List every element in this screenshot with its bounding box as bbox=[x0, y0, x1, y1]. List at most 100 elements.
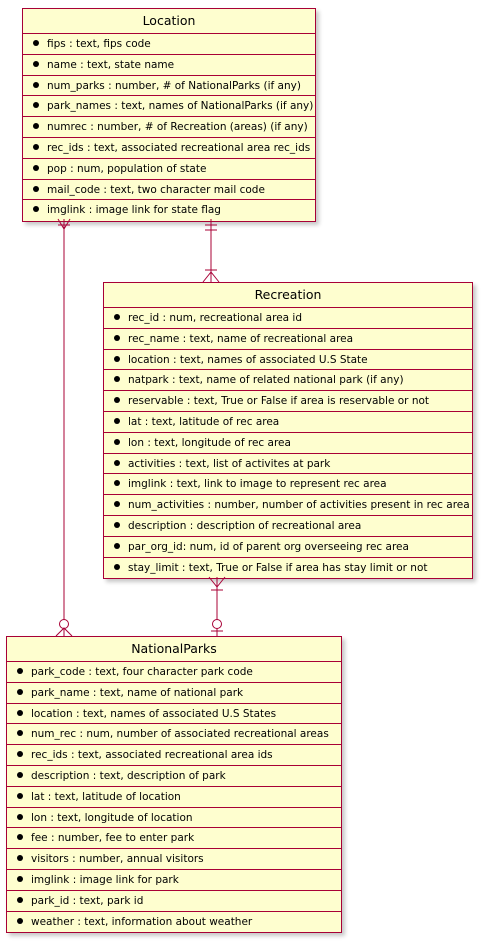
relation-recreation-nationalparks bbox=[208, 576, 226, 636]
attribute-row: lon : text, longitude of location bbox=[7, 808, 341, 829]
bullet-icon bbox=[17, 730, 23, 737]
attribute-row: num_parks : number, # of NationalParks (… bbox=[23, 76, 315, 97]
attribute-row: stay_limit : text, True or False if area… bbox=[104, 558, 472, 579]
attribute-row: rec_ids : text, associated recreational … bbox=[7, 745, 341, 766]
bullet-icon bbox=[33, 143, 39, 150]
attribute-row: description : text, description of park bbox=[7, 766, 341, 787]
attribute-text: num_parks : number, # of NationalParks (… bbox=[47, 79, 301, 92]
attribute-row: visitors : number, annual visitors bbox=[7, 849, 341, 870]
entity-title: NationalParks bbox=[7, 637, 341, 662]
attribute-row: activities : text, list of activites at … bbox=[104, 454, 472, 475]
attribute-text: name : text, state name bbox=[47, 58, 175, 71]
attribute-row: imglink : text, link to image to represe… bbox=[104, 474, 472, 496]
attribute-list: fips : text, fips code name : text, state… bbox=[23, 34, 315, 221]
attribute-text: fee : number, fee to enter park bbox=[31, 832, 195, 845]
attribute-text: activities : text, list of activites at … bbox=[128, 457, 331, 470]
attribute-text: location : text, names of associated U.S… bbox=[31, 707, 277, 720]
attribute-text: weather : text, information about weathe… bbox=[31, 915, 253, 928]
attribute-row: park_names : text, names of NationalPark… bbox=[23, 96, 315, 118]
bullet-icon bbox=[33, 185, 39, 192]
entity-title: Recreation bbox=[104, 283, 472, 308]
bullet-icon bbox=[17, 896, 23, 903]
attribute-text: lon : text, longitude of rec area bbox=[128, 436, 291, 449]
attribute-row: par_org_id: num, id of parent org overse… bbox=[104, 537, 472, 558]
bullet-icon bbox=[114, 376, 120, 383]
attribute-text: reservable : text, True or False if area… bbox=[128, 395, 430, 408]
attribute-text: mail_code : text, two character mail cod… bbox=[47, 183, 265, 196]
attribute-text: rec_ids : text, associated recreational … bbox=[31, 749, 273, 762]
bullet-icon bbox=[33, 206, 39, 213]
attribute-text: park_name : text, name of national park bbox=[31, 686, 244, 699]
attribute-row: rec_ids : text, associated recreational … bbox=[23, 138, 315, 159]
bullet-icon bbox=[114, 334, 120, 341]
attribute-row: rec_id : num, recreational area id bbox=[104, 308, 472, 329]
bullet-icon bbox=[17, 834, 23, 841]
attribute-list: park_code : text, four character park co… bbox=[7, 662, 341, 932]
entity-location: Location fips : text, fips code name : te… bbox=[22, 8, 316, 223]
attribute-row: mail_code : text, two character mail cod… bbox=[23, 180, 315, 201]
attribute-row: park_name : text, name of national park bbox=[7, 683, 341, 704]
attribute-text: lon : text, longitude of location bbox=[31, 811, 193, 824]
attribute-row: lat : text, latitude of rec area bbox=[104, 412, 472, 433]
attribute-row: park_id : text, park id bbox=[7, 891, 341, 912]
attribute-text: num_rec : num, number of associated recr… bbox=[31, 728, 329, 741]
bullet-icon bbox=[17, 792, 23, 799]
bullet-icon bbox=[33, 123, 39, 130]
attribute-list: rec_id : num, recreational area id rec_na… bbox=[104, 308, 472, 578]
attribute-row: pop : num, population of state bbox=[23, 159, 315, 180]
bullet-icon bbox=[17, 668, 23, 674]
attribute-text: num_activities : number, number of activ… bbox=[128, 499, 470, 512]
bullet-icon bbox=[33, 102, 39, 109]
attribute-text: imglink : image link for park bbox=[31, 873, 179, 886]
attribute-row: location : text, names of associated U.S… bbox=[104, 350, 472, 371]
attribute-row: weather : text, information about weathe… bbox=[7, 912, 341, 933]
entity-title: Location bbox=[23, 9, 315, 34]
attribute-text: rec_name : text, name of recreational ar… bbox=[128, 332, 354, 345]
bullet-icon bbox=[17, 771, 23, 778]
bullet-icon bbox=[114, 542, 120, 549]
bullet-icon bbox=[17, 751, 23, 758]
attribute-text: fips : text, fips code bbox=[47, 38, 151, 50]
attribute-text: park_code : text, four character park co… bbox=[31, 666, 253, 678]
attribute-row: park_code : text, four character park co… bbox=[7, 662, 341, 683]
attribute-row: imglink : image link for state flag bbox=[23, 200, 315, 221]
bullet-icon bbox=[17, 709, 23, 716]
attribute-text: lat : text, latitude of location bbox=[31, 790, 181, 803]
attribute-text: par_org_id: num, id of parent org overse… bbox=[128, 540, 409, 553]
attribute-text: park_id : text, park id bbox=[31, 894, 144, 907]
bullet-icon bbox=[33, 60, 39, 67]
bullet-icon bbox=[17, 875, 23, 882]
attribute-row: natpark : text, name of related national… bbox=[104, 370, 472, 392]
entity-nationalparks: NationalParks park_code : text, four cha… bbox=[6, 636, 342, 934]
attribute-text: visitors : number, annual visitors bbox=[31, 853, 204, 866]
bullet-icon bbox=[114, 563, 120, 570]
attribute-text: rec_ids : text, associated recreational … bbox=[47, 141, 311, 154]
bullet-icon bbox=[114, 438, 120, 445]
attribute-row: rec_name : text, name of recreational ar… bbox=[104, 329, 472, 350]
attribute-row: num_rec : num, number of associated recr… bbox=[7, 724, 341, 746]
attribute-row: lon : text, longitude of rec area bbox=[104, 433, 472, 454]
attribute-row: imglink : image link for park bbox=[7, 870, 341, 891]
attribute-row: reservable : text, True or False if area… bbox=[104, 391, 472, 412]
relation-location-recreation bbox=[202, 219, 220, 283]
attribute-row: num_activities : number, number of activ… bbox=[104, 495, 472, 516]
bullet-icon bbox=[17, 813, 23, 820]
attribute-row: description : description of recreationa… bbox=[104, 516, 472, 537]
relation-location-nationalparks bbox=[55, 218, 73, 637]
bullet-icon bbox=[114, 501, 120, 508]
attribute-row: name : text, state name bbox=[23, 55, 315, 76]
bullet-icon bbox=[17, 855, 23, 862]
attribute-text: location : text, names of associated U.S… bbox=[128, 353, 368, 366]
bullet-icon bbox=[114, 480, 120, 487]
bullet-icon bbox=[17, 688, 23, 695]
bullet-icon bbox=[33, 40, 39, 46]
attribute-text: pop : num, population of state bbox=[47, 162, 207, 175]
attribute-text: park_names : text, names of NationalPark… bbox=[47, 100, 314, 113]
bullet-icon bbox=[114, 314, 120, 320]
bullet-icon bbox=[114, 521, 120, 528]
attribute-text: lat : text, latitude of rec area bbox=[128, 415, 280, 428]
bullet-icon bbox=[114, 355, 120, 362]
entity-recreation: Recreation rec_id : num, recreational ar… bbox=[103, 282, 473, 580]
bullet-icon bbox=[33, 81, 39, 88]
